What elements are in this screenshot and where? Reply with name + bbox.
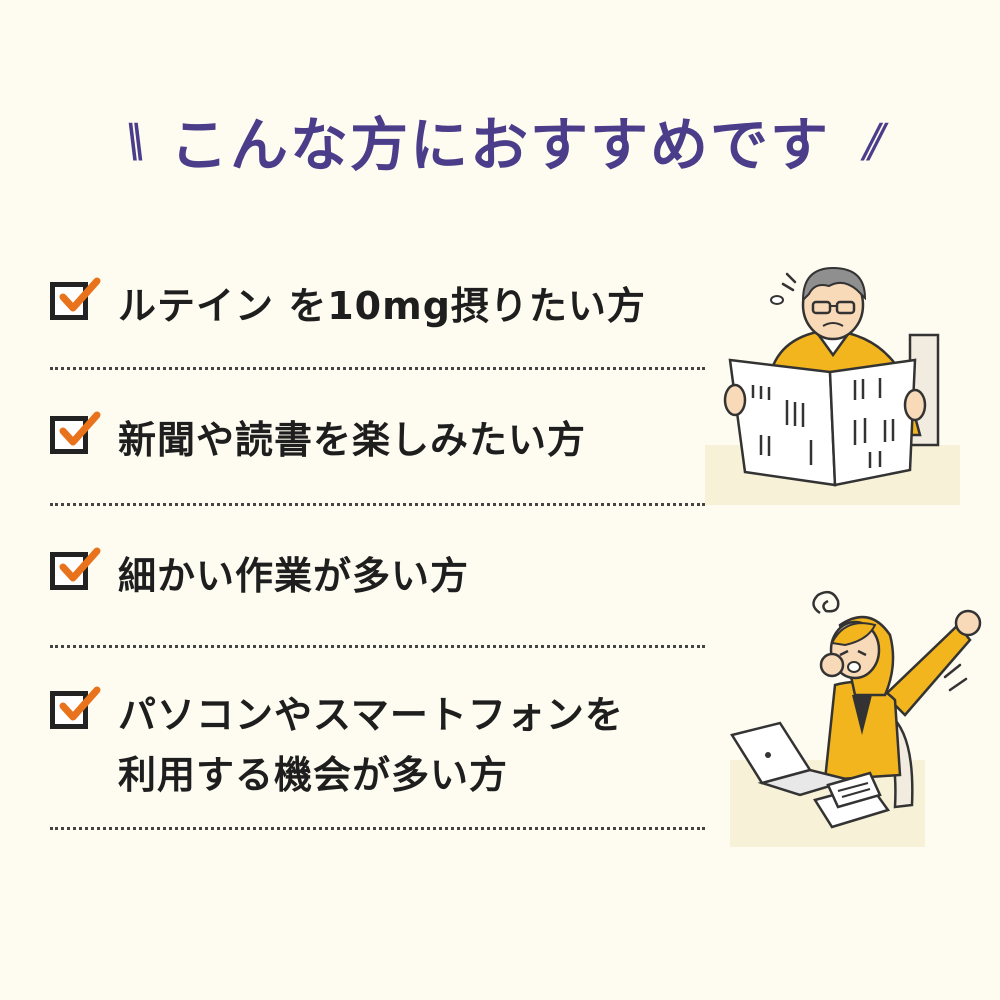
checkbox: [50, 411, 101, 454]
heading-right-mark: //: [864, 113, 885, 167]
list-item: 新聞や読書を楽しみたい方: [50, 410, 586, 470]
page-title: こんな方におすすめです: [169, 111, 830, 179]
checkbox: [50, 277, 101, 320]
list-item: 細かい作業が多い方: [50, 546, 469, 606]
list-item-line: 利用する機会が多い方: [118, 753, 509, 797]
checkbox: [50, 686, 101, 729]
checkmark-icon: [59, 411, 101, 446]
dotted-divider: [50, 367, 705, 370]
list-item-text: 細かい作業が多い方: [118, 546, 469, 606]
list-item-line: 新聞や読書を楽しみたい方: [118, 418, 587, 462]
list-item: ルテイン を10mg摂りたい方: [50, 276, 646, 336]
list-item: パソコンやスマートフォンを 利用する機会が多い方: [50, 685, 624, 805]
dotted-divider: [50, 503, 705, 506]
heading-left-mark: \\: [124, 113, 146, 167]
dotted-divider: [50, 827, 705, 830]
list-item-text: ルテイン を10mg摂りたい方: [118, 276, 646, 336]
checkmark-icon: [59, 547, 101, 582]
list-item-line: 細かい作業が多い方: [118, 554, 470, 598]
list-item-line: ルテイン を10mg摂りたい方: [118, 284, 646, 328]
list-item-text: 新聞や読書を楽しみたい方: [118, 410, 586, 470]
checkbox: [50, 547, 101, 590]
woman-stretching-at-laptop-illustration: [730, 590, 982, 847]
dotted-divider: [50, 645, 705, 648]
checkmark-icon: [59, 686, 101, 721]
list-item-line: パソコンやスマートフォンを: [118, 693, 624, 737]
section-heading: \\ こんな方におすすめです //: [0, 95, 1000, 185]
checkmark-icon: [59, 277, 101, 312]
list-item-text: パソコンやスマートフォンを 利用する機会が多い方: [118, 685, 624, 805]
man-reading-newspaper-illustration: [705, 266, 960, 505]
